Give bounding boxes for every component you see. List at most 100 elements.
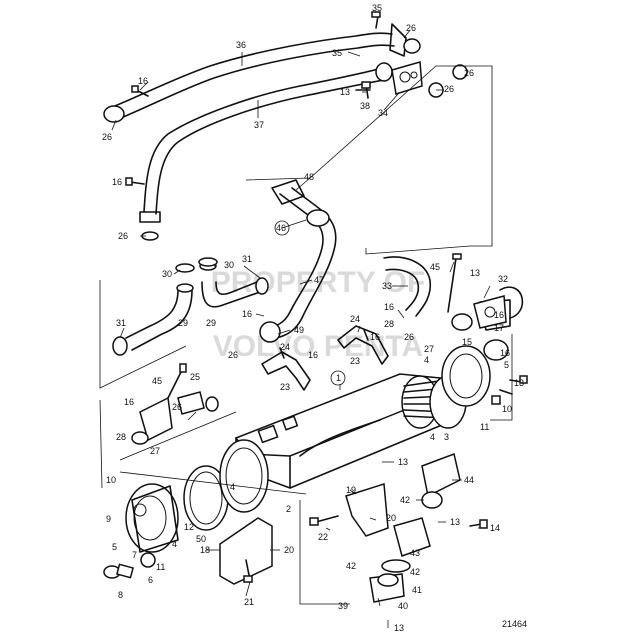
- callout-41: 41: [412, 585, 422, 595]
- callout-13: 13: [470, 268, 480, 278]
- watermark-line2: VOLVO PENTA: [213, 330, 424, 363]
- callout-1: 1: [336, 373, 341, 383]
- plate-17: [473, 295, 507, 329]
- callout-10: 10: [502, 404, 512, 414]
- callout-42: 42: [346, 561, 356, 571]
- pipe-45-lower: [167, 363, 187, 399]
- callout-25: 25: [190, 372, 200, 382]
- callout-26: 26: [118, 231, 128, 241]
- callout-34: 34: [378, 108, 388, 118]
- callout-26: 26: [406, 23, 416, 33]
- callout-13: 13: [394, 623, 404, 633]
- callout-38: 38: [360, 101, 370, 111]
- callout-26: 26: [172, 402, 182, 412]
- callout-43: 43: [410, 548, 420, 558]
- callout-35: 35: [332, 48, 342, 58]
- callout-26: 26: [444, 84, 454, 94]
- thermostat-housing: [369, 452, 461, 603]
- callout-5: 5: [504, 360, 509, 370]
- callout-27: 27: [150, 446, 160, 456]
- callout-13: 13: [340, 87, 350, 97]
- pipe-47: [259, 179, 337, 343]
- callout-labels: 35 26 36 35 16 13 38 26 34 26 37 26 16 4…: [102, 3, 524, 633]
- callout-26: 26: [102, 132, 112, 142]
- flange-34: [391, 38, 468, 98]
- callout-21: 21: [244, 597, 254, 607]
- callout-29: 29: [178, 318, 188, 328]
- callout-39: 39: [338, 601, 348, 611]
- callout-37: 37: [254, 120, 264, 130]
- callout-28: 28: [384, 319, 394, 329]
- callout-42: 42: [400, 495, 410, 505]
- callout-23: 23: [350, 356, 360, 366]
- callout-30: 30: [224, 260, 234, 270]
- stud-13-38: [355, 81, 371, 99]
- callout-4: 4: [172, 539, 177, 549]
- callout-16: 16: [124, 397, 134, 407]
- callout-29: 29: [206, 318, 216, 328]
- callout-36: 36: [236, 40, 246, 50]
- callout-49: 49: [294, 325, 304, 335]
- watermark: PROPERTY OF VOLVO PENTA: [211, 266, 425, 363]
- callout-16: 16: [384, 302, 394, 312]
- bolt-16-upper: [125, 85, 149, 186]
- bolt-35-top: [371, 11, 381, 29]
- callout-20: 20: [284, 545, 294, 555]
- callout-33: 33: [382, 281, 392, 291]
- callout-20: 20: [386, 513, 396, 523]
- connector-25: [177, 391, 219, 415]
- callout-17: 17: [494, 323, 504, 333]
- callout-8: 8: [118, 590, 123, 600]
- group-guide-lines: [99, 65, 513, 605]
- callout-35: 35: [372, 3, 382, 13]
- exhaust-pipe-36: [103, 23, 407, 123]
- callout-19: 19: [346, 485, 356, 495]
- callout-30: 30: [162, 269, 172, 279]
- callout-26: 26: [404, 332, 414, 342]
- hose-29-left: [112, 283, 194, 356]
- callout-24: 24: [280, 342, 290, 352]
- callout-6: 6: [148, 575, 153, 585]
- bracket-19: [309, 483, 389, 537]
- figure-number: 21464: [502, 619, 527, 629]
- callout-26: 26: [228, 350, 238, 360]
- callout-2: 2: [286, 504, 291, 514]
- callout-14: 14: [490, 523, 500, 533]
- callout-16: 16: [500, 348, 510, 358]
- callout-4: 4: [430, 432, 435, 442]
- callout-18: 18: [200, 545, 210, 555]
- callout-3: 3: [444, 432, 449, 442]
- callout-48: 48: [304, 172, 314, 182]
- elbow-27: [131, 396, 173, 445]
- bracket-23-24-left: [261, 347, 311, 391]
- callout-10: 10: [106, 475, 116, 485]
- callout-32: 32: [498, 274, 508, 284]
- callout-45: 45: [430, 262, 440, 272]
- callout-28: 28: [116, 432, 126, 442]
- callout-7: 7: [132, 550, 137, 560]
- zinc-anode-7-8: [103, 552, 156, 579]
- callout-13: 13: [450, 517, 460, 527]
- callout-23: 23: [280, 382, 290, 392]
- callout-15: 15: [462, 337, 472, 347]
- callout-13: 13: [514, 378, 524, 388]
- callout-22: 22: [318, 532, 328, 542]
- flange-ring-4: [219, 439, 269, 513]
- callout-16: 16: [494, 310, 504, 320]
- callout-12: 12: [184, 522, 194, 532]
- callout-11: 11: [156, 562, 165, 572]
- watermark-line1: PROPERTY OF: [211, 266, 425, 299]
- callout-16: 16: [242, 309, 252, 319]
- callout-16: 16: [138, 76, 148, 86]
- callout-4: 4: [230, 482, 235, 492]
- bracket-23-24-right: [337, 325, 389, 365]
- callout-31: 31: [242, 254, 252, 264]
- clamp-30: [175, 257, 218, 273]
- callout-42: 42: [410, 567, 420, 577]
- callout-9: 9: [106, 514, 111, 524]
- callout-44: 44: [464, 475, 474, 485]
- callout-47: 47: [314, 275, 324, 285]
- exhaust-pipe-37: [139, 62, 393, 241]
- callout-45: 45: [152, 376, 162, 386]
